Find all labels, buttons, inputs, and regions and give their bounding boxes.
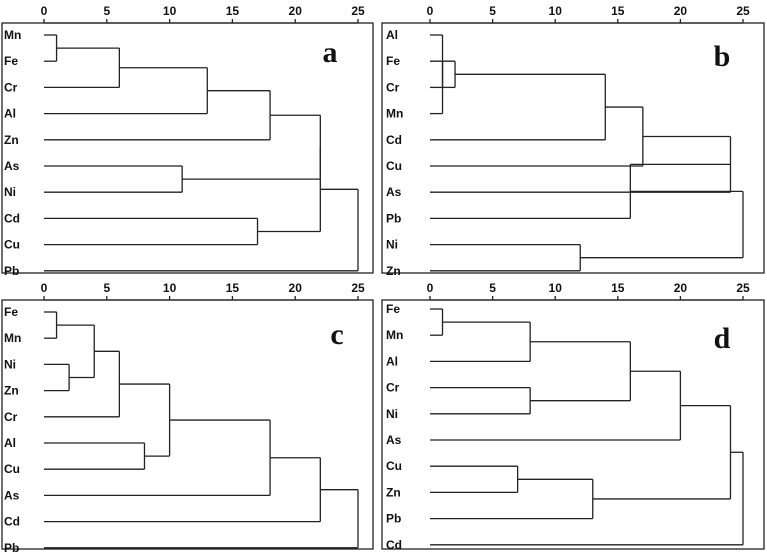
x-tick-label: 5 (489, 281, 496, 295)
leaf-label: Ni (386, 407, 398, 421)
leaf-label: As (386, 185, 402, 199)
leaf-label: As (4, 159, 20, 173)
leaf-label: Cu (4, 238, 20, 252)
panel-label: d (714, 322, 731, 355)
x-tick-label: 10 (549, 281, 563, 295)
leaf-label: Zn (386, 485, 401, 499)
x-tick-label: 0 (41, 4, 48, 18)
leaf-label: Mn (386, 328, 403, 342)
x-tick-label: 20 (289, 281, 303, 295)
x-tick-label: 5 (103, 4, 110, 18)
x-tick-label: 25 (736, 4, 750, 18)
x-tick-label: 10 (549, 4, 563, 18)
leaf-label: Ni (386, 238, 398, 252)
x-tick-label: 5 (489, 4, 496, 18)
leaf-label: Cu (386, 459, 402, 473)
x-tick-label: 25 (351, 281, 365, 295)
leaf-label: Cr (4, 80, 18, 94)
x-tick-label: 25 (736, 281, 750, 295)
leaf-label: Cr (386, 80, 400, 94)
leaf-label: Pb (4, 541, 19, 553)
x-tick-label: 25 (351, 4, 365, 18)
x-tick-label: 15 (226, 4, 240, 18)
leaf-label: Ni (4, 357, 16, 371)
x-tick-label: 20 (674, 4, 688, 18)
panel-frame (381, 299, 765, 550)
leaf-label: Al (386, 28, 398, 42)
panel-label: b (714, 40, 731, 73)
leaf-label: As (386, 433, 402, 447)
leaf-label: Fe (386, 54, 400, 68)
leaf-label: Al (386, 354, 398, 368)
leaf-label: Pb (386, 211, 401, 225)
leaf-label: Cd (4, 211, 20, 225)
panel-label: a (323, 36, 338, 69)
leaf-label: Cd (4, 515, 20, 529)
leaf-label: Zn (4, 133, 19, 147)
leaf-label: Cd (386, 133, 402, 147)
leaf-label: Mn (386, 107, 403, 121)
x-tick-label: 0 (41, 281, 48, 295)
x-tick-label: 20 (674, 281, 688, 295)
x-tick-label: 15 (611, 281, 625, 295)
x-tick-label: 20 (289, 4, 303, 18)
leaf-label: Cd (386, 538, 402, 552)
leaf-label: Pb (386, 512, 401, 526)
x-tick-label: 10 (163, 281, 177, 295)
leaf-label: Fe (4, 54, 18, 68)
panel-frame (1, 22, 374, 274)
leaf-label: Cr (4, 410, 18, 424)
leaf-label: Pb (4, 264, 19, 278)
panel-frame (381, 22, 765, 274)
leaf-label: Cu (4, 462, 20, 476)
x-tick-label: 0 (427, 281, 434, 295)
x-tick-label: 0 (427, 4, 434, 18)
leaf-label: Al (4, 107, 16, 121)
leaf-label: Al (4, 436, 16, 450)
leaf-label: Mn (4, 28, 21, 42)
x-tick-label: 15 (611, 4, 625, 18)
leaf-label: As (4, 488, 20, 502)
leaf-label: Fe (386, 302, 400, 316)
leaf-label: Fe (4, 305, 18, 319)
leaf-label: Mn (4, 331, 21, 345)
x-tick-label: 15 (226, 281, 240, 295)
leaf-label: Cr (386, 381, 400, 395)
x-tick-label: 10 (163, 4, 177, 18)
panel-frame (1, 299, 374, 550)
leaf-label: Cu (386, 159, 402, 173)
panel-label: c (330, 318, 343, 351)
leaf-label: Zn (386, 264, 401, 278)
leaf-label: Ni (4, 185, 16, 199)
leaf-label: Zn (4, 384, 19, 398)
x-tick-label: 5 (103, 281, 110, 295)
